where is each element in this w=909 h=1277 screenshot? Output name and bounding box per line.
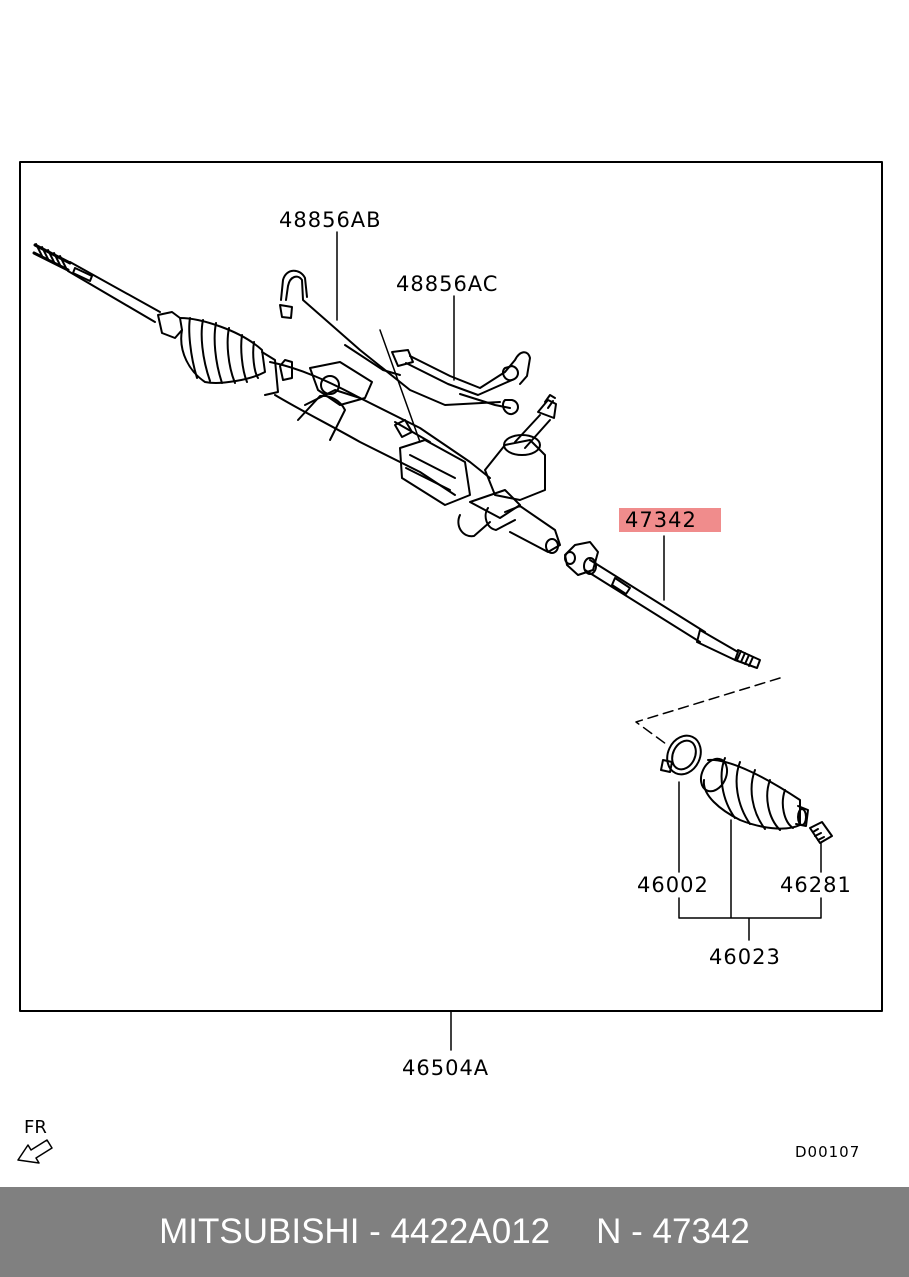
footer-ref-part: N - 47342	[596, 1212, 750, 1251]
direction-marker: FR	[24, 1117, 47, 1138]
diagram-frame	[19, 161, 883, 1012]
part-info-footer: MITSUBISHI - 4422A012 N - 47342	[0, 1187, 909, 1277]
tube-48856ac	[391, 349, 531, 416]
left-thread	[32, 243, 161, 323]
part-label-47342-highlighted: 47342	[619, 508, 721, 532]
tie-rod-47342	[564, 541, 761, 669]
pinion-valve	[457, 394, 557, 538]
steering-rack-diagram	[17, 161, 883, 1164]
left-boot	[157, 311, 279, 396]
right-rack-end	[504, 505, 561, 554]
tube-48856ab	[279, 269, 501, 406]
part-label-46504a: 46504A	[402, 1056, 490, 1080]
part-label-48856ac: 48856AC	[396, 272, 499, 296]
leader-slash	[379, 329, 421, 443]
separator-line	[635, 677, 781, 745]
rack-housing	[269, 359, 491, 506]
diagram-code: D00107	[795, 1143, 861, 1161]
footer-brand-part: MITSUBISHI - 4422A012	[159, 1212, 551, 1251]
clip-46281	[809, 821, 833, 844]
part-label-46023: 46023	[709, 945, 781, 969]
boot-46023	[699, 757, 809, 831]
part-label-46281: 46281	[780, 873, 852, 897]
leader-46023	[678, 819, 822, 941]
part-label-48856ab: 48856AB	[279, 208, 382, 232]
part-label-46002: 46002	[637, 873, 709, 897]
clamp-46002	[660, 734, 702, 776]
fr-arrow-icon	[17, 1139, 53, 1164]
